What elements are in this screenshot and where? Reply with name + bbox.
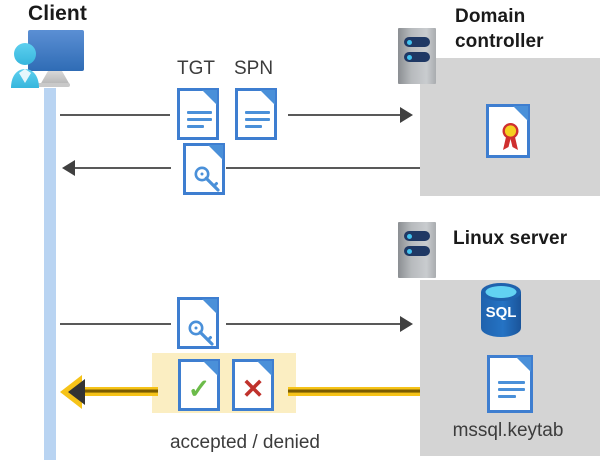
client-lifeline xyxy=(44,88,56,460)
flow-4-line-right xyxy=(288,387,420,396)
certificate-seal-icon xyxy=(500,121,521,151)
document-fold-corner xyxy=(203,361,218,376)
flow-3-arrowhead xyxy=(400,316,413,332)
flow-3-line-right xyxy=(226,323,400,325)
flow-1-line-right xyxy=(288,114,400,116)
flow-4-arrowhead-inner xyxy=(68,379,85,405)
domain-controller-server-icon xyxy=(398,28,436,84)
certificate-document-icon xyxy=(486,104,530,158)
document-fold-corner xyxy=(208,145,223,160)
tgt-document-icon xyxy=(177,88,219,140)
document-text-lines xyxy=(245,111,270,132)
document-fold-corner xyxy=(513,106,528,121)
rack-bar-top xyxy=(404,231,430,241)
flow-1-line-left xyxy=(60,114,170,116)
accepted-document-icon: ✓ xyxy=(178,359,220,411)
flow-1-arrowhead xyxy=(400,107,413,123)
domain-controller-title-line1: Domain xyxy=(455,6,526,27)
sql-database-icon: SQL xyxy=(477,283,525,337)
key-icon xyxy=(188,320,216,346)
document-fold-corner xyxy=(202,90,217,105)
flow-2-line-right xyxy=(226,167,420,169)
document-text-lines xyxy=(498,381,525,402)
client-computer-user-icon xyxy=(8,28,104,100)
document-fold-corner xyxy=(257,361,272,376)
service-ticket-key-document-icon-2 xyxy=(177,297,219,349)
keytab-document-icon xyxy=(487,355,533,413)
document-fold-corner xyxy=(260,90,275,105)
domain-controller-title: Domain controller xyxy=(455,4,595,54)
rack-led-icon xyxy=(407,39,412,45)
rack-led-icon xyxy=(407,248,412,254)
service-ticket-key-document-icon xyxy=(183,143,225,195)
linux-server-title: Linux server xyxy=(453,228,568,249)
check-icon: ✓ xyxy=(187,374,211,404)
key-icon xyxy=(194,166,222,192)
flow-2-arrowhead xyxy=(62,160,75,176)
client-title: Client xyxy=(28,2,87,25)
document-fold-corner xyxy=(516,357,531,372)
rack-led-icon xyxy=(407,233,412,239)
linux-server-icon xyxy=(398,222,436,278)
flow-3-line-left xyxy=(60,323,171,325)
rack-bar-bottom xyxy=(404,52,430,62)
document-text-lines xyxy=(187,111,212,132)
result-caption: accepted / denied xyxy=(169,432,320,453)
rack-led-icon xyxy=(407,54,412,60)
cross-icon: ✕ xyxy=(241,374,265,404)
flow-4-line-left xyxy=(76,387,158,396)
spn-document-icon xyxy=(235,88,277,140)
flow-2-line-left xyxy=(75,167,171,169)
rack-bar-top xyxy=(404,37,430,47)
keytab-label: mssql.keytab xyxy=(452,420,564,441)
tgt-label: TGT xyxy=(177,58,215,79)
spn-label: SPN xyxy=(234,58,274,79)
document-fold-corner xyxy=(202,299,217,314)
result-highlight-box xyxy=(152,353,296,413)
domain-controller-title-line2: controller xyxy=(455,31,544,52)
denied-document-icon: ✕ xyxy=(232,359,274,411)
svg-text:SQL: SQL xyxy=(486,304,517,321)
rack-bar-bottom xyxy=(404,246,430,256)
